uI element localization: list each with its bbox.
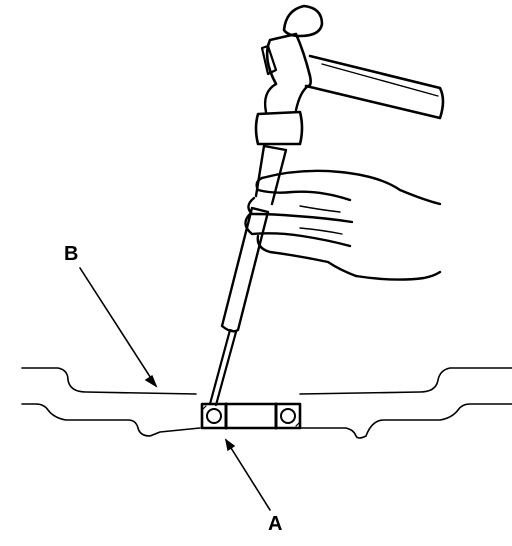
callout-label-b: B xyxy=(64,243,78,265)
punch-tool xyxy=(208,144,288,407)
callout-label-a: A xyxy=(268,513,282,535)
leader-b xyxy=(79,267,158,388)
hammer xyxy=(254,4,445,146)
leader-a xyxy=(224,438,271,511)
bearing xyxy=(200,402,302,430)
hand xyxy=(244,169,442,281)
housing-cross-section xyxy=(21,367,512,439)
